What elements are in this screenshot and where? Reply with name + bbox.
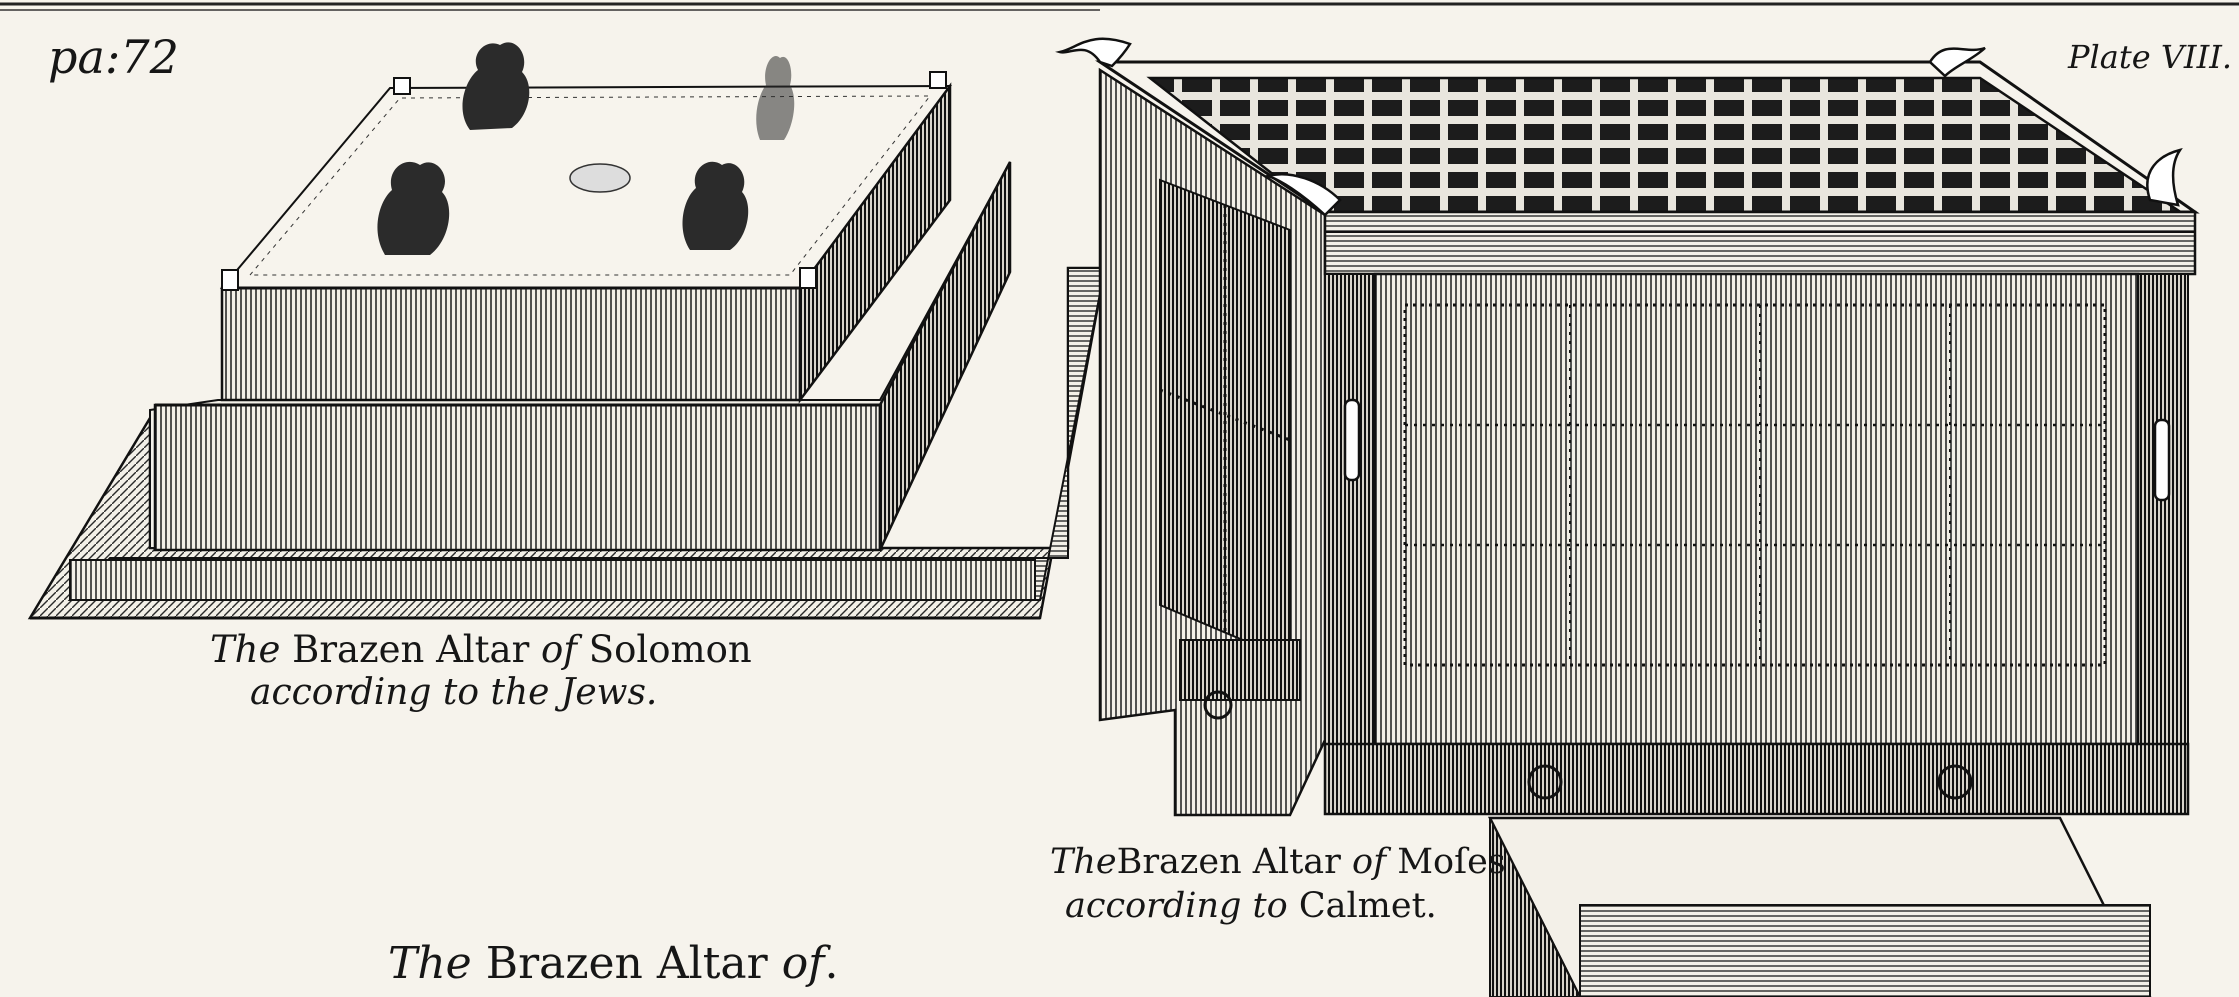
caption-bottom: The Brazen Altar of. bbox=[388, 938, 838, 989]
caption-moses-name-b: Moſes bbox=[1397, 842, 1506, 882]
caption-moses-prefix: The bbox=[1050, 842, 1117, 882]
page-reference: pa:72 bbox=[48, 30, 179, 84]
caption-moses-of: of bbox=[1352, 842, 1387, 882]
caption-moses: TheBrazen Altar of Moſes bbox=[1050, 842, 1506, 882]
caption-bottom-prefix: The bbox=[388, 938, 472, 989]
altar-of-moses-drawing bbox=[1055, 37, 2200, 997]
caption-bottom-of: of bbox=[781, 938, 825, 989]
caption-solomon-prefix: The bbox=[210, 628, 281, 671]
caption-moses-line2: according to Calmet. bbox=[1065, 886, 1437, 926]
caption-moses-line2-b: Calmet. bbox=[1298, 886, 1437, 926]
caption-solomon-name-a: Brazen Altar bbox=[292, 628, 530, 671]
caption-solomon-line2: according to the Jews. bbox=[250, 672, 658, 713]
caption-bottom-tail: . bbox=[824, 938, 839, 989]
caption-bottom-name-a: Brazen Altar bbox=[485, 938, 768, 989]
caption-solomon: The Brazen Altar of Solomon bbox=[210, 628, 752, 671]
caption-moses-name-a: Brazen Altar bbox=[1116, 842, 1341, 882]
caption-moses-line2-a: according to bbox=[1065, 886, 1288, 926]
altar-of-solomon-drawing bbox=[27, 42, 1107, 620]
plate-number: Plate VIII. bbox=[2068, 38, 2233, 76]
caption-solomon-of: of bbox=[541, 628, 578, 671]
caption-solomon-name-b: Solomon bbox=[588, 628, 752, 671]
